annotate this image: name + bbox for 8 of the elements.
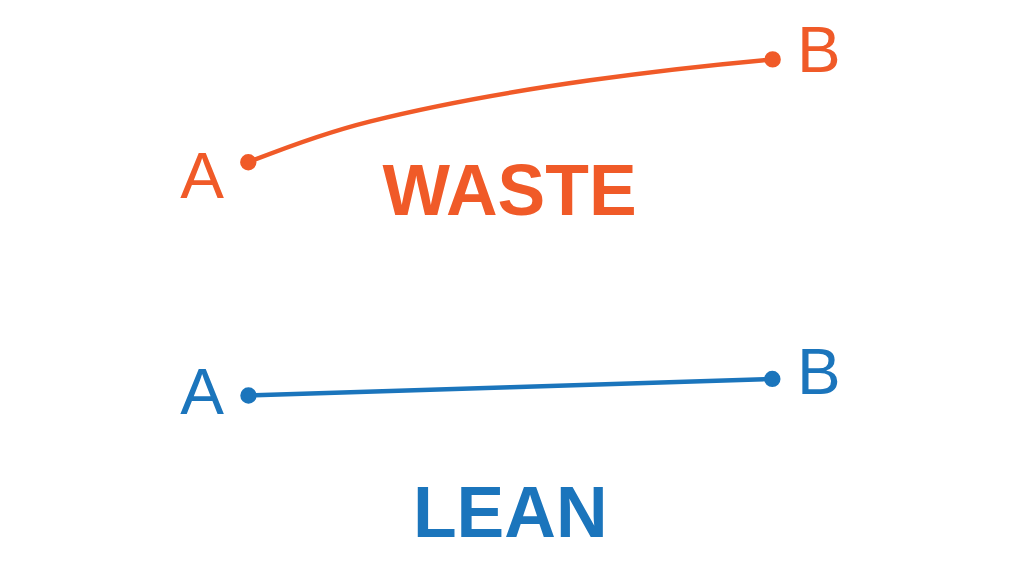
node-text: B bbox=[796, 335, 841, 409]
label: LEAN bbox=[412, 471, 608, 552]
connector bbox=[239, 51, 781, 171]
node-text: A bbox=[179, 138, 224, 212]
label: WASTE bbox=[381, 150, 637, 230]
node-text: B bbox=[796, 13, 841, 87]
connector bbox=[239, 370, 780, 404]
node-text: A bbox=[179, 354, 224, 428]
